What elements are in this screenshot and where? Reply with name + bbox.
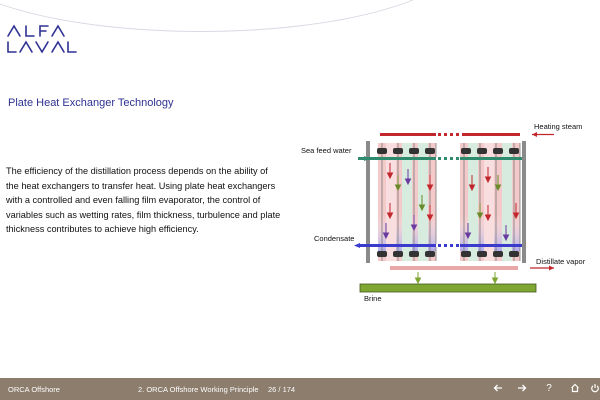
plate-heat-exchanger-diagram: Heating steam [301, 122, 586, 303]
power-icon[interactable] [590, 381, 600, 397]
back-arrow-icon[interactable] [489, 381, 507, 397]
sea-feed-water-label: Sea feed water [301, 146, 352, 155]
help-icon[interactable]: ? [546, 383, 552, 394]
home-icon[interactable] [566, 381, 584, 397]
slide-title: Plate Heat Exchanger Technology [8, 97, 174, 109]
brine-label: Brine [364, 294, 382, 303]
slide-body-text: The efficiency of the distillation proce… [6, 166, 281, 234]
distillate-vapor-label: Distillate vapor [536, 257, 586, 266]
footer-page-counter: 26 / 174 [268, 385, 296, 394]
alfa-laval-logo [7, 24, 77, 54]
condensate-pipe [354, 243, 522, 248]
footer-app-name: ORCA Offshore [8, 385, 60, 394]
footer-bar: ORCA Offshore 2. ORCA Offshore Working P… [0, 378, 600, 400]
forward-arrow-icon[interactable] [513, 381, 531, 397]
brine-drop-arrows [414, 272, 499, 285]
frame-post-right [522, 141, 526, 263]
heating-steam-label: Heating steam [534, 122, 582, 131]
plate-stack-left [378, 143, 437, 261]
condensate-label: Condensate [314, 234, 354, 243]
distillate-vapor-pipe [390, 265, 554, 271]
plate-stack-right [460, 143, 521, 261]
heating-steam-pipe [380, 132, 554, 137]
gaskets-bottom [377, 251, 519, 257]
footer-section-title: 2. ORCA Offshore Working Principle [138, 385, 259, 394]
flow-arrows [382, 163, 520, 242]
brine-bar [359, 283, 537, 293]
frame-post-left [366, 141, 370, 263]
sea-feed-water-pipe [358, 156, 522, 161]
slide: Plate Heat Exchanger Technology The effi… [0, 0, 586, 303]
gaskets-top [377, 148, 519, 154]
